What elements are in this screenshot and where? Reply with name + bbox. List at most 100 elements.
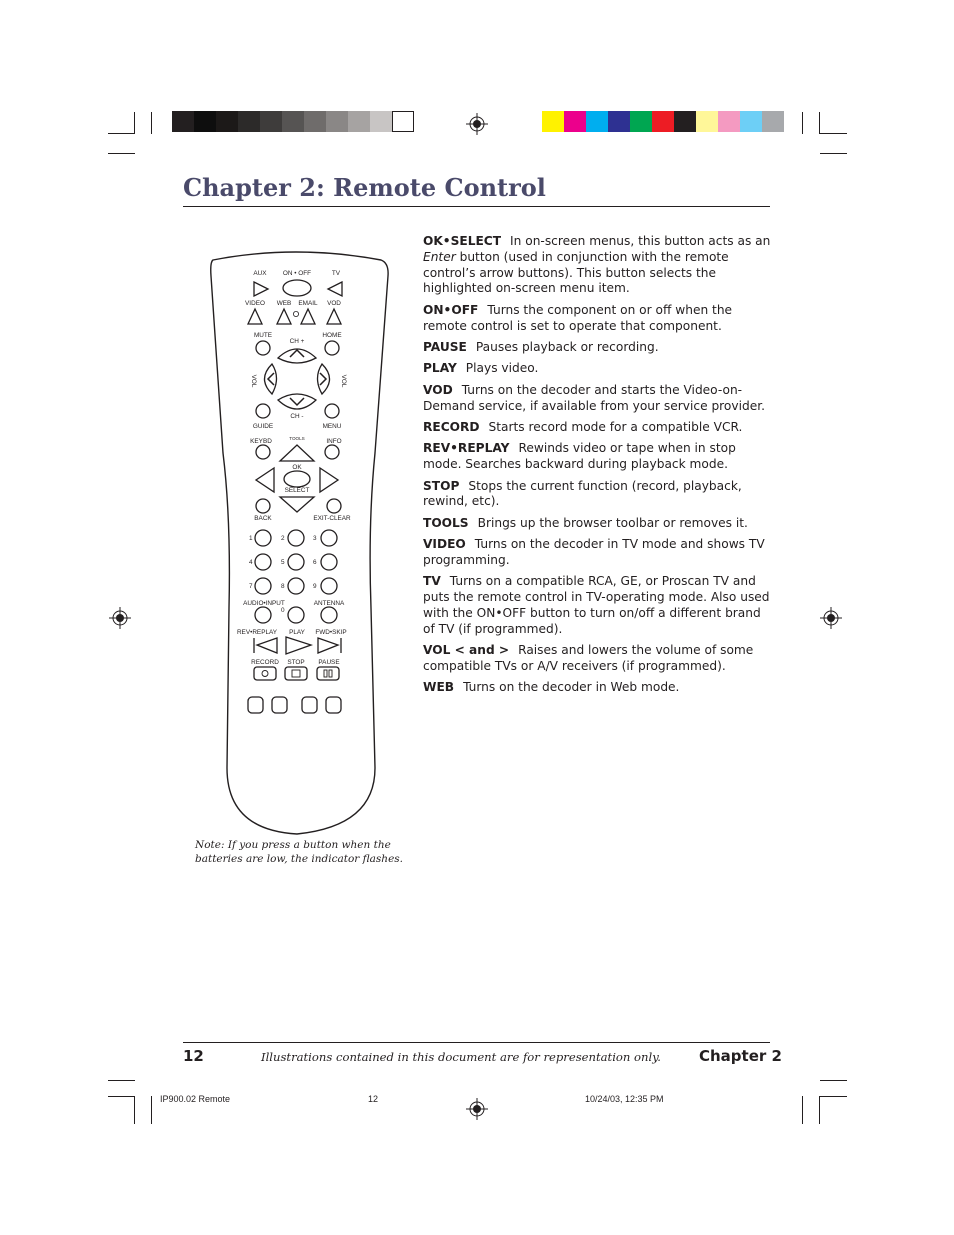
number-7-button[interactable] [254, 577, 272, 595]
keybd-label: KEYBD [250, 438, 272, 445]
record-icon [261, 670, 269, 677]
num-label: 1 [249, 535, 253, 542]
description-item: RECORD Starts record mode for a compatibl… [423, 420, 771, 436]
stop-label: STOP [287, 659, 304, 666]
up-button[interactable] [278, 444, 316, 462]
antenna-button[interactable] [320, 606, 338, 624]
play-button[interactable] [285, 636, 314, 655]
exit-clear-button[interactable] [326, 498, 342, 514]
down-arrow-icon [289, 397, 305, 407]
description-text: Starts record mode for a compatible VCR. [488, 419, 743, 434]
color-swatch [564, 111, 586, 132]
color-swatch [542, 111, 564, 132]
back-button[interactable] [255, 498, 271, 514]
down-button[interactable] [278, 496, 316, 513]
color-swatch [608, 111, 630, 132]
right-button[interactable] [319, 466, 340, 494]
ch-down-button[interactable] [276, 393, 318, 410]
number-9-button[interactable] [320, 577, 338, 595]
crop-mark [134, 112, 135, 134]
gray-swatch [392, 111, 414, 132]
number-4-button[interactable] [254, 553, 272, 571]
pause-icon [328, 669, 333, 678]
info-button[interactable] [324, 444, 340, 460]
ch-up-button[interactable] [276, 348, 318, 364]
left-button[interactable] [254, 466, 275, 494]
bottom-button-1[interactable] [247, 696, 264, 714]
onoff-button[interactable] [282, 279, 312, 297]
number-8-button[interactable] [287, 577, 305, 595]
mute-label: MUTE [254, 332, 272, 339]
record-label: RECORD [251, 659, 279, 666]
home-label: HOME [322, 332, 341, 339]
number-1-button[interactable] [254, 529, 272, 547]
aux-button[interactable] [253, 280, 270, 298]
number-3-button[interactable] [320, 529, 338, 547]
button-term: RECORD [423, 419, 480, 434]
bottom-button-2[interactable] [271, 696, 288, 714]
number-5-button[interactable] [287, 553, 305, 571]
number-2-button[interactable] [287, 529, 305, 547]
fwdskip-label: FWD•SKIP [315, 629, 346, 636]
home-button[interactable] [324, 340, 340, 356]
audio-input-button[interactable] [254, 606, 272, 624]
record-button[interactable] [253, 666, 277, 681]
num-label: 0 [281, 607, 285, 614]
up-arrow-icon [289, 348, 305, 358]
vol-right-button[interactable] [316, 362, 331, 396]
color-swatch [762, 111, 784, 132]
description-item: VOL < and >Raises and lowers the volume … [423, 643, 771, 675]
page-title: Chapter 2: Remote Control [183, 173, 546, 202]
left-arrow-icon [266, 372, 275, 386]
footer-rule [183, 1042, 770, 1043]
tv-button[interactable] [326, 280, 343, 298]
vol-left-button[interactable] [263, 362, 278, 396]
gray-swatch [216, 111, 238, 132]
pause-button[interactable] [316, 666, 340, 681]
registration-mark-icon [466, 113, 488, 135]
mute-button[interactable] [255, 340, 271, 356]
num-label: 6 [313, 559, 317, 566]
number-0-button[interactable] [287, 606, 305, 624]
vod-button[interactable] [325, 307, 343, 325]
email-button[interactable] [299, 307, 317, 325]
description-text: Pauses playback or recording. [475, 339, 659, 354]
button-term: PLAY [423, 361, 457, 376]
tools-label: TOOLS [289, 436, 305, 441]
ok-select-button[interactable] [283, 470, 311, 488]
description-text: Turns on a compatible RCA, GE, or Prosca… [423, 574, 770, 636]
crop-mark [108, 133, 135, 134]
gray-swatch [282, 111, 304, 132]
aux-label: AUX [253, 270, 267, 277]
description-text: Brings up the browser toolbar or removes… [477, 515, 748, 530]
vol-left-label: VOL [250, 375, 257, 388]
rev-replay-button[interactable] [255, 637, 278, 654]
button-term: OK•SELECT [423, 234, 502, 248]
gray-swatch [304, 111, 326, 132]
indicator-light [293, 311, 300, 318]
fwd-skip-button[interactable] [317, 637, 340, 654]
select-label: SELECT [285, 487, 310, 494]
num-label: 5 [281, 559, 285, 566]
crop-mark [108, 153, 135, 154]
bottom-button-4[interactable] [325, 696, 342, 714]
description-text: Turns the component on or off when the r… [423, 302, 733, 333]
video-button[interactable] [246, 307, 264, 325]
web-button[interactable] [275, 307, 293, 325]
number-6-button[interactable] [320, 553, 338, 571]
right-arrow-icon [319, 372, 328, 386]
stop-button[interactable] [284, 666, 308, 681]
color-swatch [740, 111, 762, 132]
description-text: Stops the current function (record, play… [423, 478, 742, 509]
guide-button[interactable] [255, 403, 271, 419]
bottom-button-3[interactable] [301, 696, 318, 714]
ok-label: OK [292, 464, 302, 471]
gray-swatch [260, 111, 282, 132]
menu-button[interactable] [324, 403, 340, 419]
gray-swatch [194, 111, 216, 132]
keybd-button[interactable] [255, 444, 271, 460]
antenna-label: ANTENNA [314, 600, 345, 607]
